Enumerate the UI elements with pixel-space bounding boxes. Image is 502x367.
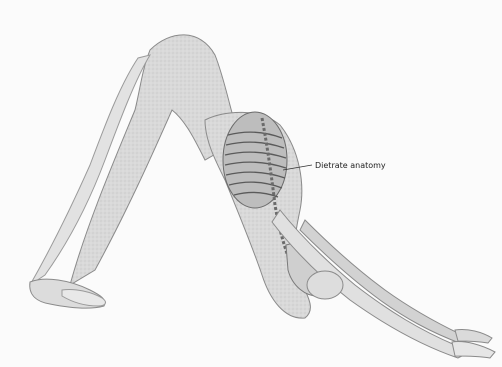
anatomy-label: Dietrate anatomy — [315, 161, 386, 170]
head — [307, 271, 343, 299]
ribcage-icon — [223, 112, 287, 208]
